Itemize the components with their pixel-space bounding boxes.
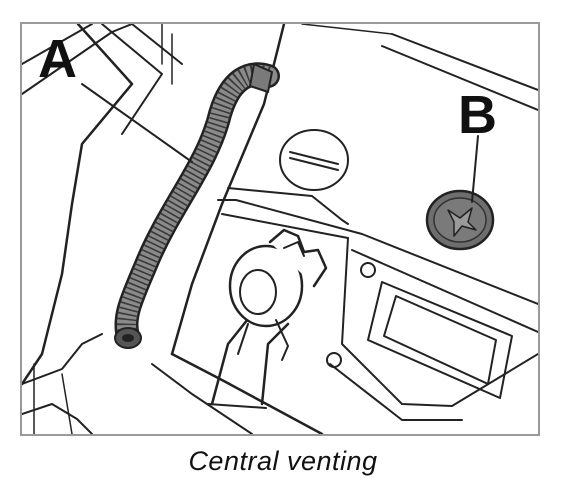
battery-tray-housing <box>22 24 183 434</box>
callout-label-b: B <box>458 85 497 145</box>
slotted-cell-cap <box>279 129 349 191</box>
battery-cover-panel <box>217 187 538 421</box>
callout-a-leader <box>81 83 193 163</box>
venting-illustration <box>22 24 538 434</box>
callout-label-a: A <box>38 29 77 89</box>
figure-caption: Central venting <box>188 446 378 476</box>
vent-plug <box>425 189 495 251</box>
corrugated-vent-hose <box>114 62 280 349</box>
callout-b-leader <box>471 135 479 203</box>
diagram-frame: A B <box>20 22 540 436</box>
battery-terminal-clamp <box>207 228 328 409</box>
